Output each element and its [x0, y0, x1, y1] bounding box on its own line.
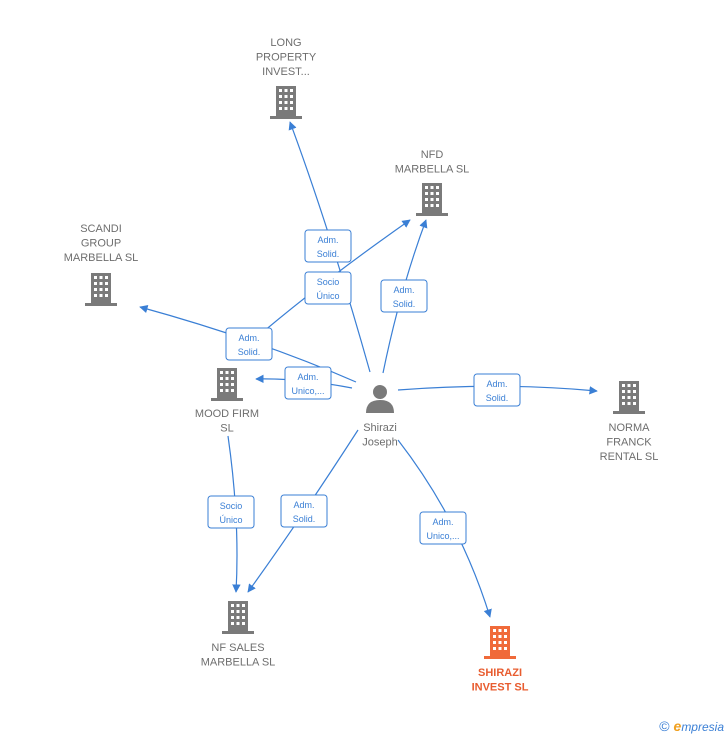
edge-label-shirazi_joseph-to-mood_firm[interactable]: Adm. Unico,...	[284, 366, 332, 400]
edge-label-line: Socio	[220, 501, 243, 511]
building-icon	[85, 273, 117, 306]
edge-label-line: Adm.	[317, 235, 338, 245]
edge-label-box	[419, 511, 467, 545]
empresia-logo-initial: e	[673, 718, 682, 734]
edge-label-line: Solid.	[486, 393, 509, 403]
copyright-symbol: ©	[659, 718, 670, 734]
edge-label-line: Único	[219, 515, 242, 525]
node-label-line: SCANDI	[80, 223, 122, 235]
edge-label-box	[304, 271, 352, 305]
edge-label-line: Adm.	[393, 285, 414, 295]
node-label-line: PROPERTY	[256, 52, 317, 64]
edge-label-box	[225, 327, 273, 361]
person-icon	[366, 385, 394, 413]
node-shirazi-invest[interactable]: SHIRAZI INVEST SL	[472, 626, 529, 694]
node-label-line: INVEST...	[262, 66, 310, 78]
edge-label-line: Solid.	[293, 514, 316, 524]
edge-label-line: Único	[316, 291, 339, 301]
edge-label-box	[284, 366, 332, 400]
edge-label-box	[207, 495, 255, 529]
edge-label-line: Socio	[317, 277, 340, 287]
node-label-line: NF SALES	[211, 642, 264, 654]
edge-label-box	[473, 373, 521, 407]
edge-label-box	[304, 229, 352, 263]
node-scandi-group[interactable]: SCANDI GROUP MARBELLA SL	[64, 223, 139, 306]
building-icon	[222, 601, 254, 634]
edge-label-line: Unico,...	[426, 531, 459, 541]
edge-label-line: Unico,...	[291, 386, 324, 396]
node-label-line: Shirazi	[363, 422, 397, 434]
edge-label-shirazi_joseph-to-scandi_group[interactable]: Adm. Solid.	[225, 327, 273, 361]
building-icon	[484, 626, 516, 659]
node-label-line: MARBELLA SL	[201, 657, 276, 669]
empresia-logo-text: mpresia	[681, 720, 724, 734]
edge-label-shirazi_joseph-to-long_property[interactable]: Adm. Solid.	[304, 229, 352, 263]
building-icon	[613, 381, 645, 414]
node-label-line: Joseph	[362, 437, 397, 449]
footer: © empresia	[659, 718, 724, 734]
node-mood-firm[interactable]: MOOD FIRM SL	[195, 368, 259, 435]
node-label-line: FRANCK	[606, 437, 652, 449]
node-label-line: MARBELLA SL	[395, 164, 470, 176]
empresia-logo[interactable]: empresia	[674, 718, 724, 734]
node-label-line: GROUP	[81, 238, 121, 250]
edge-label-box	[280, 494, 328, 528]
edge-label-line: Adm.	[297, 372, 318, 382]
node-norma-franck[interactable]: NORMA FRANCK RENTAL SL	[600, 381, 659, 463]
node-label-line: MOOD FIRM	[195, 408, 259, 420]
edge-labels-layer: Adm.Solid.SocioÚnicoAdm.Solid.Adm.Solid.…	[207, 229, 521, 545]
edge-label-line: Solid.	[393, 299, 416, 309]
edge-label-box	[380, 279, 428, 313]
edge-label-shirazi_joseph-to-norma_franck[interactable]: Adm. Solid.	[473, 373, 521, 407]
edge-label-line: Solid.	[317, 249, 340, 259]
node-label-line: INVEST SL	[472, 682, 529, 694]
building-icon	[270, 86, 302, 119]
node-long-property[interactable]: LONG PROPERTY INVEST...	[256, 37, 317, 119]
node-label-line: SL	[220, 423, 233, 435]
edges-layer	[139, 121, 598, 618]
node-label-line: RENTAL SL	[600, 451, 659, 463]
edge-label-line: Adm.	[238, 333, 259, 343]
building-icon	[416, 183, 448, 216]
node-nf-sales[interactable]: NF SALES MARBELLA SL	[201, 601, 276, 669]
building-icon	[211, 368, 243, 401]
edge-label-line: Solid.	[238, 347, 261, 357]
edge-label-line: Adm.	[293, 500, 314, 510]
edge-label-line: Adm.	[432, 517, 453, 527]
node-label-line: NFD	[421, 149, 444, 161]
node-label-line: LONG	[270, 37, 301, 49]
edge-label-line: Adm.	[486, 379, 507, 389]
node-nfd-marbella[interactable]: NFD MARBELLA SL	[395, 149, 470, 216]
edge-label-shirazi_joseph-to-nfd_marbella[interactable]: Adm. Solid.	[380, 279, 428, 313]
node-label-line: SHIRAZI	[478, 667, 522, 679]
edge-label-shirazi_joseph-to-shirazi_invest[interactable]: Adm. Unico,...	[419, 511, 467, 545]
node-label-line: NORMA	[609, 422, 651, 434]
edge-label-shirazi_joseph-to-nf_sales[interactable]: Adm. Solid.	[280, 494, 328, 528]
node-label-line: MARBELLA SL	[64, 252, 139, 264]
